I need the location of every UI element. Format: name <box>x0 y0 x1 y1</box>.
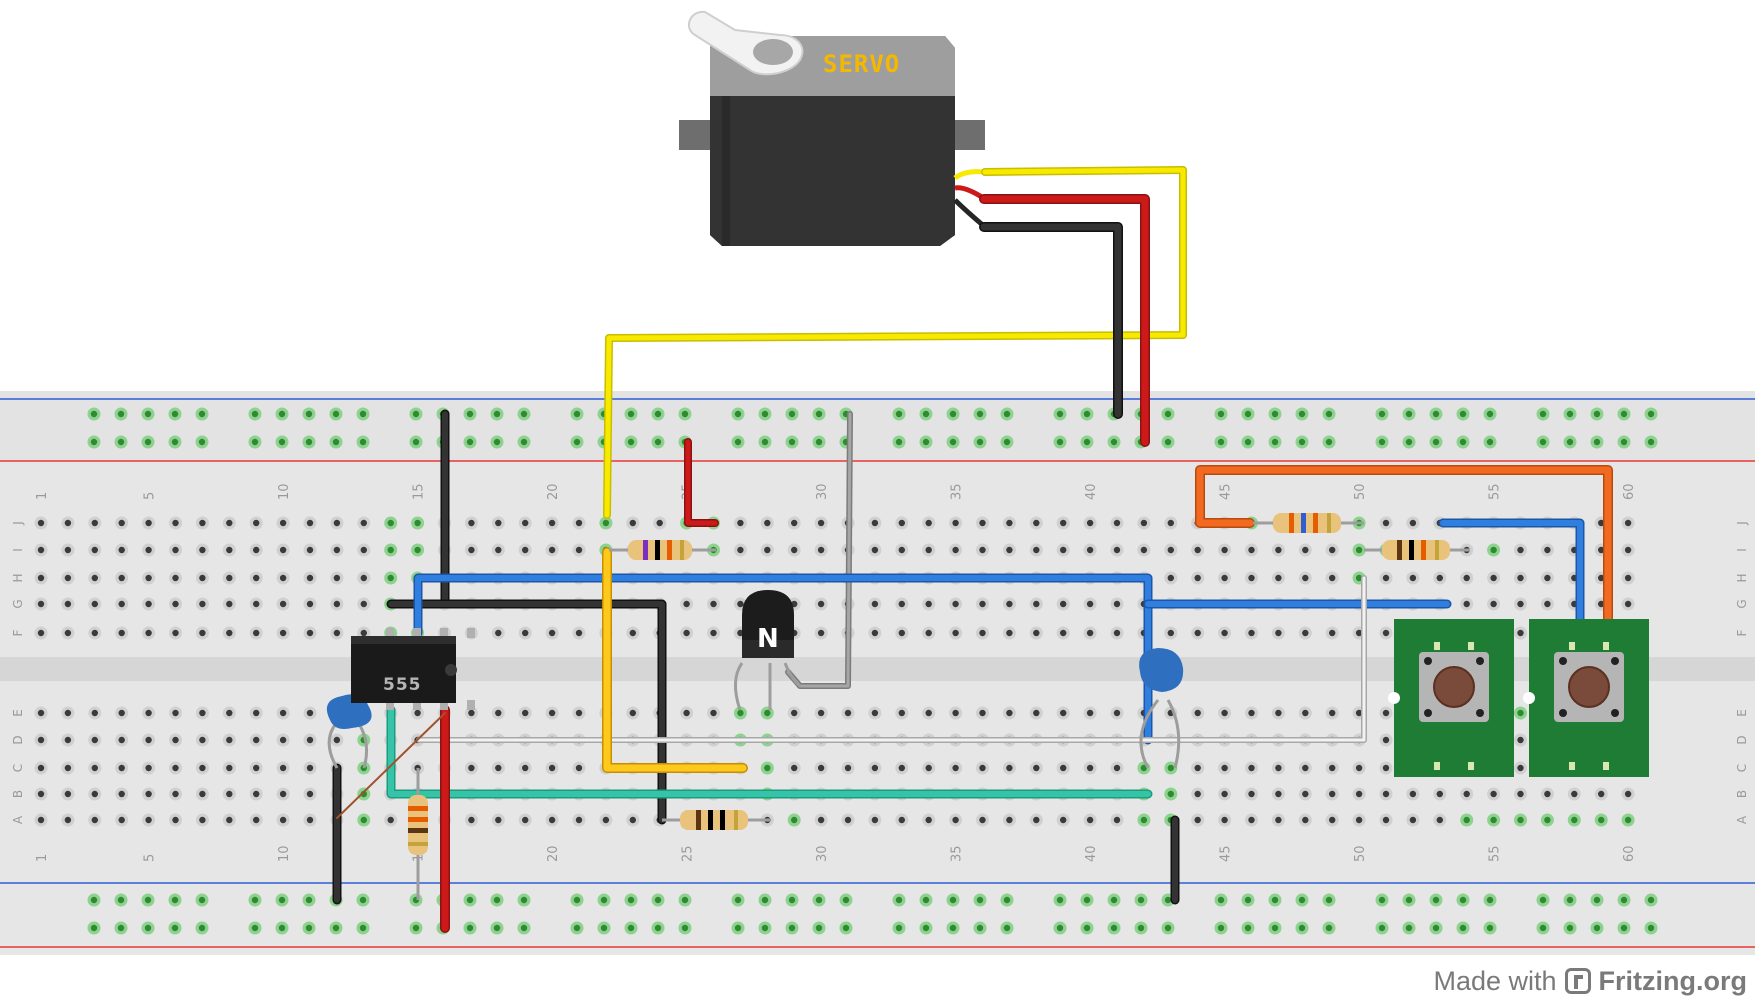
pushbutton-1[interactable] <box>1388 619 1514 777</box>
row-label: H <box>1735 573 1749 582</box>
row-label: I <box>1735 548 1749 552</box>
column-label: 35 <box>950 483 965 500</box>
credit-brand: Fritzing.org <box>1598 965 1747 996</box>
servo-label: SERVO <box>823 50 900 78</box>
pushbutton-1-cap[interactable] <box>1433 666 1475 708</box>
row-label: H <box>11 573 25 582</box>
column-label: 50 <box>1353 483 1368 500</box>
ic-555-timer[interactable]: 555 <box>351 628 475 710</box>
row-label: G <box>1735 599 1749 608</box>
pushbutton-2[interactable] <box>1523 619 1649 777</box>
column-label: 30 <box>815 483 830 500</box>
column-label: 60 <box>1622 845 1637 862</box>
column-label: 5 <box>143 854 158 862</box>
row-label: E <box>1735 709 1749 717</box>
row-label: F <box>11 629 25 636</box>
resistor-r1[interactable] <box>609 540 716 560</box>
wire-black-servo-ground[interactable] <box>979 222 1123 419</box>
fritzing-credit[interactable]: Made with Fritzing.org <box>1433 966 1747 996</box>
credit-prefix: Made with <box>1433 965 1557 996</box>
column-label: 55 <box>1488 845 1503 862</box>
resistors <box>408 513 1470 900</box>
column-label: 55 <box>1488 483 1503 500</box>
row-label: F <box>1735 629 1749 636</box>
column-label: 1 <box>35 854 50 862</box>
column-label: 45 <box>1219 845 1234 862</box>
row-label: B <box>11 790 25 798</box>
breadboard-holes <box>34 407 1658 935</box>
pushbutton-2-cap[interactable] <box>1568 666 1610 708</box>
column-label: 30 <box>815 845 830 862</box>
fritzing-logo-icon <box>1564 968 1591 994</box>
resistor-r5[interactable] <box>1364 540 1470 560</box>
column-label: 40 <box>1084 845 1099 862</box>
wire-thin-diagonal[interactable] <box>336 712 446 819</box>
column-label: 10 <box>277 483 292 500</box>
row-label: E <box>11 709 25 717</box>
row-label: G <box>11 599 25 608</box>
column-label: 25 <box>681 845 696 862</box>
row-labels-left: J I H G F E D C B A <box>11 521 25 824</box>
column-label: 10 <box>277 845 292 862</box>
resistor-r2[interactable] <box>662 810 770 830</box>
wires <box>332 166 1613 933</box>
column-label: 50 <box>1353 845 1368 862</box>
row-label: C <box>11 764 25 772</box>
row-label: A <box>1735 815 1749 824</box>
row-label: J <box>1735 521 1749 526</box>
row-label: C <box>1735 764 1749 772</box>
row-label: J <box>11 521 25 526</box>
column-label: 1 <box>35 492 50 500</box>
ic-label: 555 <box>383 675 422 695</box>
servo-motor[interactable]: SERVO <box>679 10 987 246</box>
column-label: 40 <box>1084 483 1099 500</box>
column-label: 15 <box>412 483 427 500</box>
resistor-r3[interactable] <box>408 768 428 900</box>
column-label: 20 <box>546 845 561 862</box>
column-label: 35 <box>950 845 965 862</box>
column-label: 20 <box>546 483 561 500</box>
column-label: 45 <box>1219 483 1234 500</box>
row-label: B <box>1735 790 1749 798</box>
capacitor-c2[interactable] <box>1139 648 1184 769</box>
row-label: I <box>11 548 25 552</box>
resistor-r4[interactable] <box>1253 513 1364 533</box>
transistor-npn[interactable]: N <box>734 590 801 711</box>
column-label: 5 <box>143 492 158 500</box>
column-label: 60 <box>1622 483 1637 500</box>
transistor-label: N <box>757 624 779 654</box>
row-label: A <box>11 815 25 824</box>
row-label: D <box>1735 735 1749 744</box>
row-label: D <box>11 735 25 744</box>
servo-shaft <box>753 39 793 65</box>
row-labels-right: J I H G F E D C B A <box>1735 521 1749 824</box>
